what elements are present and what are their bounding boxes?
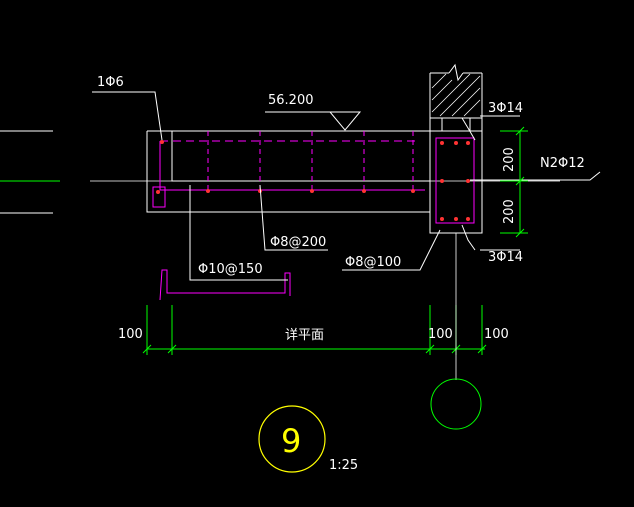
vertical-dimension xyxy=(500,126,528,238)
dim-vertical-1: 200 xyxy=(502,147,517,172)
rebar-dots xyxy=(156,140,470,221)
detail-scale: 1:25 xyxy=(329,458,358,473)
slab-end-hook xyxy=(159,141,172,191)
slab-dist-label: Φ8@200 xyxy=(270,235,326,250)
side-bars-label: N2Φ12 xyxy=(540,156,585,171)
slab-outline xyxy=(146,130,430,213)
dim-middle: 详平面 xyxy=(285,328,324,343)
slab-bar-shape xyxy=(159,269,291,301)
bottom-bars-label: 3Φ14 xyxy=(488,250,523,265)
dim-right-1: 100 xyxy=(428,327,453,342)
stirrup-end-label: 1Φ6 xyxy=(97,75,124,90)
left-structure-lines xyxy=(0,130,53,214)
detail-circle xyxy=(258,405,326,473)
dim-right-2: 100 xyxy=(484,327,509,342)
slab-end-block xyxy=(152,186,166,208)
detail-number: 9 xyxy=(281,422,301,460)
leader-lines xyxy=(92,91,601,281)
elevation-label: 56.200 xyxy=(268,93,314,108)
slab-bars-label: Φ10@150 xyxy=(198,262,263,277)
elevation-triangle xyxy=(328,111,362,131)
slab-vertical-dist-bars xyxy=(207,131,414,190)
dim-vertical-2: 200 xyxy=(502,199,517,224)
top-bars-label: 3Φ14 xyxy=(488,101,523,116)
dim-left: 100 xyxy=(118,327,143,342)
grid-axis-bubble xyxy=(430,378,482,430)
beam-stirrup-label: Φ8@100 xyxy=(345,255,401,270)
column-hatch xyxy=(431,73,481,117)
